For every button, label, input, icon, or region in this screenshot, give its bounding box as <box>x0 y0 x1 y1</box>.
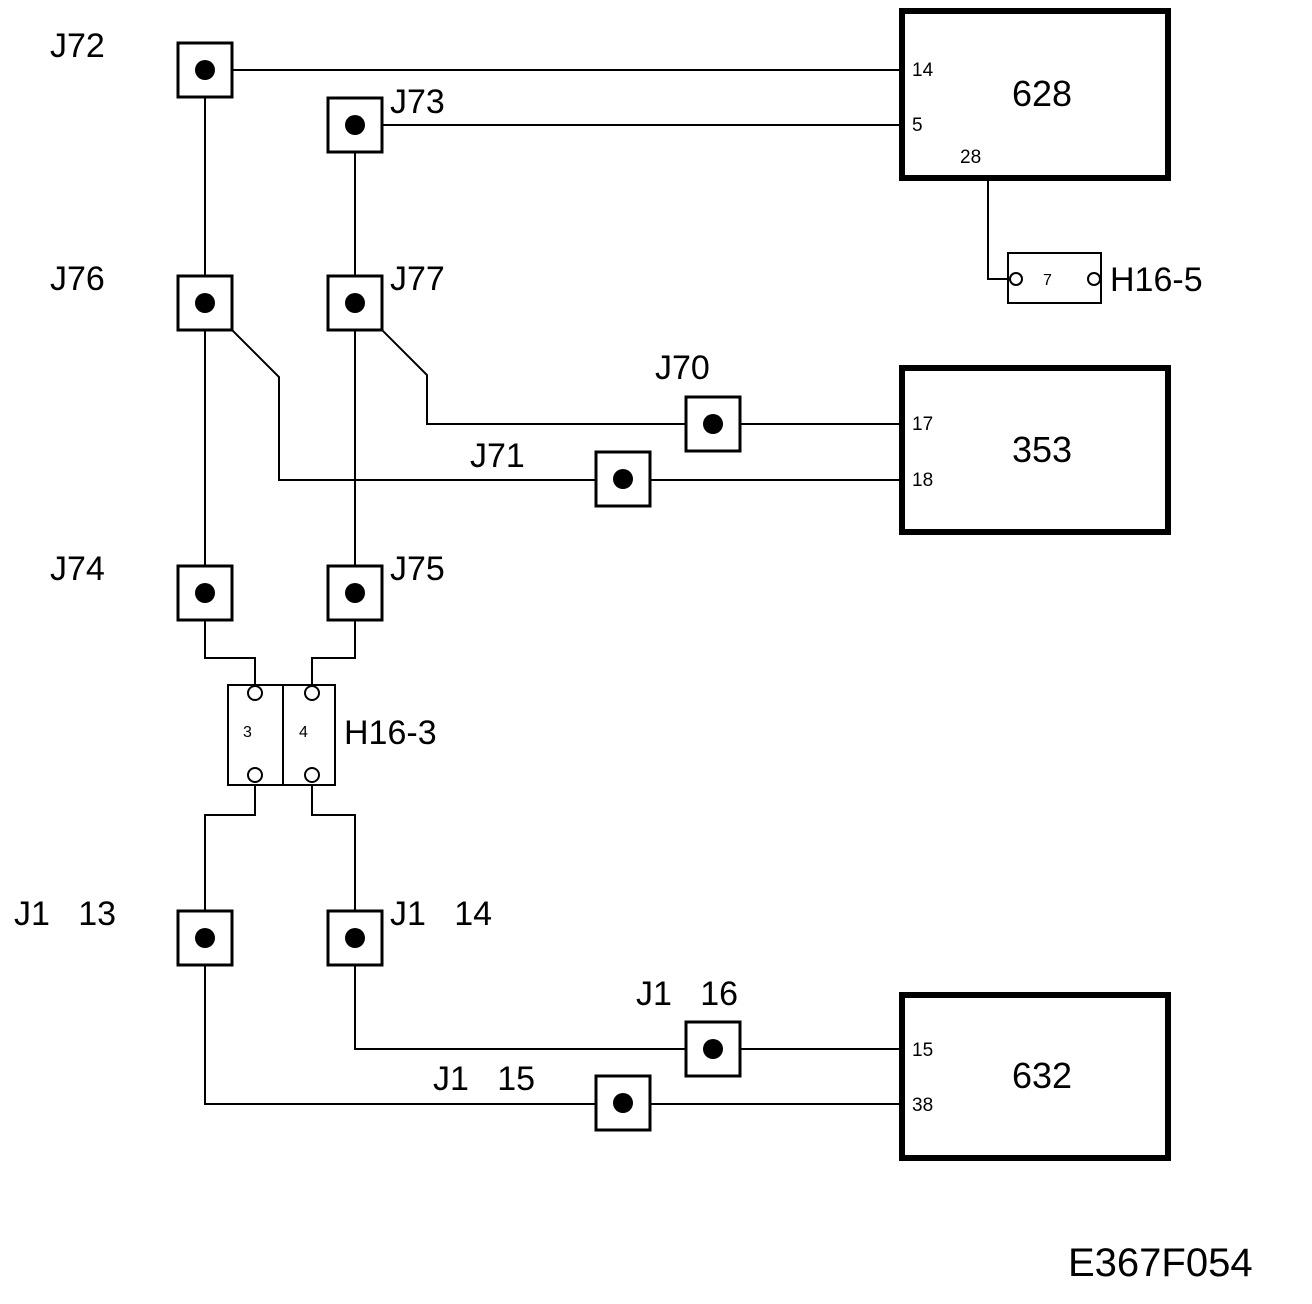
control-unit-label-632: 632 <box>1012 1055 1072 1096</box>
connector-h16-5: 7 H16-5 <box>1007 252 1203 304</box>
connector-pin-hole <box>247 767 263 783</box>
junction-dot <box>195 583 215 603</box>
junction-label-j1-13: J1 13 <box>14 895 116 933</box>
pin-label: 28 <box>960 147 981 168</box>
wire-j77-j70-353-pin17 <box>354 302 902 425</box>
junction-label-j74: J74 <box>50 550 105 588</box>
junction-dot <box>195 293 215 313</box>
junction-dot <box>613 1093 633 1113</box>
junction-j77: J77 <box>326 260 445 332</box>
junction-j76: J76 <box>50 260 234 332</box>
junction-label-j1-15: J1 15 <box>433 1060 535 1098</box>
junction-dot <box>345 115 365 135</box>
control-unit-box <box>899 992 1171 1161</box>
wires <box>204 69 1012 1105</box>
junction-j1-14: J1 14 <box>326 895 492 967</box>
junction-dot <box>345 583 365 603</box>
junction-j1-15: J1 15 <box>433 1060 652 1132</box>
junction-dot <box>345 293 365 313</box>
connector-pin-hole <box>1009 272 1023 286</box>
wire-h16-3-pin3-j1-13 <box>204 778 256 938</box>
junction-dot <box>703 414 723 434</box>
junction-label-j71: J71 <box>470 437 525 475</box>
junction-dot <box>613 469 633 489</box>
connector-pin-hole <box>1087 272 1101 286</box>
junction-dot <box>195 60 215 80</box>
junction-label-j76: J76 <box>50 260 105 298</box>
pin-label: 38 <box>912 1095 933 1116</box>
wire-j1-13-j1-15-632-pin38 <box>204 938 902 1105</box>
junction-label-j1-14: J1 14 <box>390 895 492 933</box>
figure-code: E367F054 <box>1068 1241 1253 1285</box>
connector-h16-3: 3 4 H16-3 <box>227 684 437 786</box>
junction-label-j77: J77 <box>390 260 445 298</box>
control-unit-box <box>899 8 1171 181</box>
wire-628-pin28-h16-5 <box>987 178 1012 280</box>
control-unit-label-628: 628 <box>1012 73 1072 114</box>
junction-j1-13: J1 13 <box>14 895 234 967</box>
connector-body <box>1007 252 1102 304</box>
wire-j76-j71-353-pin18 <box>204 302 902 481</box>
pin-label: 14 <box>912 60 934 81</box>
junction-j74: J74 <box>50 550 234 622</box>
wire-j75-h16-3-pin4 <box>311 593 356 690</box>
junction-dot <box>345 928 365 948</box>
junction-j75: J75 <box>326 550 445 622</box>
junction-j73: J73 <box>326 83 445 154</box>
connector-label-h16-3: H16-3 <box>344 714 437 752</box>
pin-label: 5 <box>912 115 923 136</box>
connector-pin-hole <box>304 685 320 701</box>
junction-dot <box>703 1039 723 1059</box>
junction-j71: J71 <box>470 437 652 508</box>
control-unit-label-353: 353 <box>1012 429 1072 470</box>
junction-label-j73: J73 <box>390 83 445 121</box>
control-unit-353: 353 17 18 <box>899 365 1171 535</box>
connector-pin-hole <box>304 767 320 783</box>
junction-label-j1-16: J1 16 <box>636 975 738 1013</box>
junction-label-j75: J75 <box>390 550 445 588</box>
pin-label: 17 <box>912 414 933 435</box>
junction-j72: J72 <box>50 27 234 99</box>
junction-label-j72: J72 <box>50 27 105 65</box>
connector-pin-label: 7 <box>1043 272 1052 289</box>
connector-label-h16-5: H16-5 <box>1110 261 1203 299</box>
wire-j74-h16-3-pin3 <box>204 593 256 690</box>
connector-pin-label: 4 <box>299 724 308 741</box>
junction-label-j70: J70 <box>655 349 710 387</box>
connector-pin-hole <box>247 685 263 701</box>
junction-dot <box>195 928 215 948</box>
control-unit-632: 632 15 38 <box>899 992 1171 1161</box>
wire-h16-3-pin4-j1-14 <box>311 778 356 938</box>
control-unit-box <box>899 365 1171 535</box>
pin-label: 15 <box>912 1040 933 1061</box>
control-unit-628: 628 14 5 28 <box>899 8 1171 181</box>
junction-j70: J70 <box>655 349 742 453</box>
junction-j1-16: J1 16 <box>636 975 742 1078</box>
connector-pin-label: 3 <box>243 724 252 741</box>
pin-label: 18 <box>912 470 933 491</box>
wire-j1-14-j1-16-632-pin15 <box>354 938 902 1050</box>
